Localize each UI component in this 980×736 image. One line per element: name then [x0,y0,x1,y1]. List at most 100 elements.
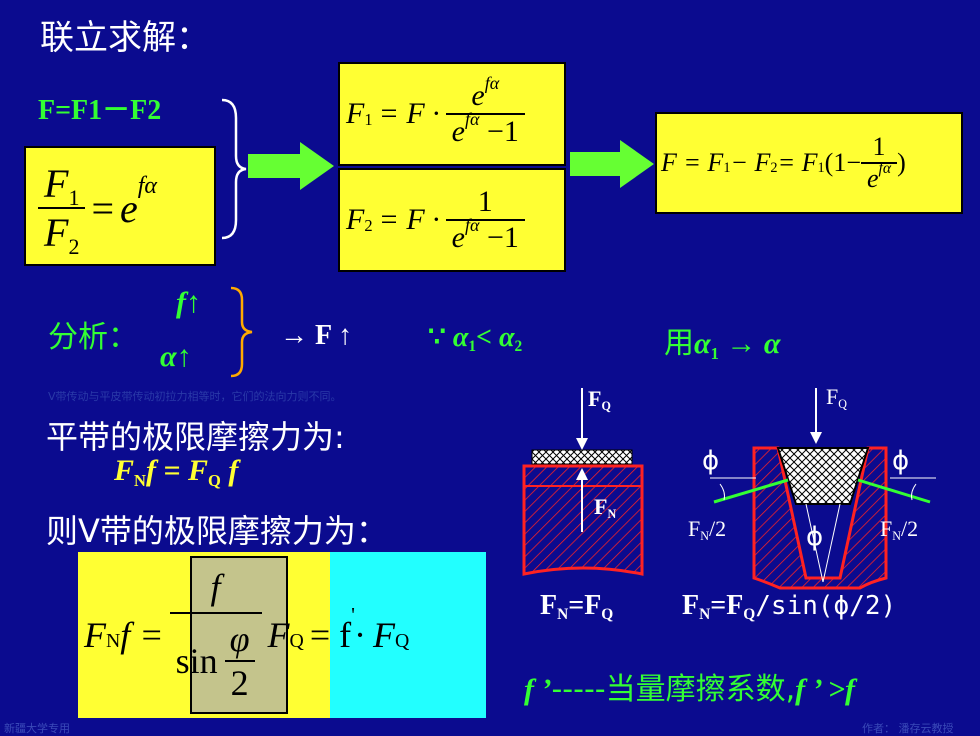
f1-num: e [471,79,485,112]
v-fn-l-tail: /2 [708,516,727,541]
result-p5: ) [897,148,906,177]
cond-alpha: α [452,322,469,353]
cond-sub1: 1 [468,338,477,356]
ratio-den: F [44,210,69,255]
v-cap-b: =F [710,590,744,621]
v-as: N [106,630,121,653]
ratio-rhs-sup: fα [137,172,158,199]
faint-note: V带传动与平皮带传动初拉力相等时，它们的法向力则不同。 [48,390,342,403]
cond-sub2: 2 [514,338,523,356]
page-title: 联立求解： [40,18,210,58]
flat-c: f [220,454,239,487]
flat-bs: Q [208,470,221,490]
v-num: f [210,567,221,607]
f1-lhs-sub: 1 [364,109,373,129]
v-b: f = [120,615,164,655]
flat-fq: F [588,386,602,411]
v-cap-bs: Q [743,606,756,624]
equiv-line: f ’-----当量摩擦系数,f ’ >f [524,664,855,708]
flat-title: 平带的极限摩擦力为: [46,418,345,456]
equiv-a: f ’ [524,673,552,706]
flat-belt-figure [522,388,644,576]
flat-fq-label: FQ [588,386,611,414]
flat-as: N [134,470,146,490]
v-c: F [267,615,290,655]
flat-cap-a: F [540,590,558,621]
use-label: 用 [664,326,694,361]
flat-caption: FN=FQ [540,590,613,624]
v-fn-right: FN/2 [880,516,919,544]
arrow-right-icon-2 [570,140,654,188]
result-den-sup: fα [878,159,892,177]
analysis-use: 用α1 → α [664,318,781,363]
f2-den-tail: −1 [479,221,519,254]
phi-center-icon: ϕ [806,522,824,552]
f2-den-sup: fα [464,214,480,235]
flat-fn-sub: N [607,507,617,522]
result-s3: 1 [817,159,825,176]
f2-mid: = F · [378,203,440,236]
f1-lhs: F [346,97,365,130]
use-alpha: α [694,327,711,360]
ratio-num: F [44,161,69,206]
flat-fq-sub: Q [601,399,611,414]
result-p4: (1− [824,148,861,177]
v-title: 则V带的极限摩擦力为： [46,512,388,550]
analysis-condition: ∵ α1< α2 [428,320,523,356]
v-cap-a: F [682,590,700,621]
result-fraction: 1 efα [860,132,898,194]
flat-b: f = F [145,454,209,487]
v-two: 2 [224,660,255,704]
brace-icon [221,98,247,240]
phi-right-icon: ϕ [892,446,910,476]
flat-cap-b: =F [568,590,602,621]
equiv-b: -----当量摩擦系数, [551,672,796,707]
v-es: Q [395,630,410,653]
flat-fn: F [594,494,608,519]
result-p3: = F [777,148,818,177]
result-s2: 2 [770,159,778,176]
f2-lhs: F [346,203,365,236]
f2-den: e [451,221,465,254]
eq-difference: F=F1－F2 [38,95,162,126]
v-eq-fraction-box [190,556,288,714]
use-sub: 1 [710,343,719,363]
analysis-alpha-up: α↑ [160,340,192,373]
use-tail: → α [718,327,781,360]
f1-num-sup: fα [484,72,500,93]
flat-cap-as: N [557,606,569,624]
v-fn-r-sub: N [892,529,901,544]
f1-den-tail: −1 [479,115,519,148]
result-p2: − F [730,148,771,177]
flat-fn-label: FN [594,494,617,522]
ratio-num-sub: 1 [68,184,80,210]
v-e: · F [355,615,396,655]
f1-den-sup: fα [464,108,480,129]
v-phi: φ [229,619,250,659]
result-s1: 1 [723,159,731,176]
analysis-result: → F ↑ [280,320,353,351]
arrow-right-icon [248,142,334,190]
v-cap-as: N [699,606,711,624]
f1-mid: = F · [378,97,440,130]
v-fq-label: FQ [826,384,847,411]
v-belt-figure [710,388,936,590]
v-fn-r-tail: /2 [900,516,919,541]
f1-den: e [451,115,465,148]
ratio-rhs: e [120,185,138,231]
cond-lt: < α [476,322,515,353]
footer-left: 新疆大学专用 [4,722,70,735]
v-fraction: f sin φ 2 [169,566,262,704]
flat-a: F [114,454,135,487]
v-fq: F [826,384,839,409]
v-fn-l: F [688,516,701,541]
v-phi-frac: φ 2 [224,618,256,704]
f1-fraction: efα efα −1 [445,73,525,149]
v-caption: FN=FQ/sin(ϕ/2) [682,590,896,624]
v-den-sin: sin [175,641,218,681]
f2-num: 1 [477,185,493,218]
